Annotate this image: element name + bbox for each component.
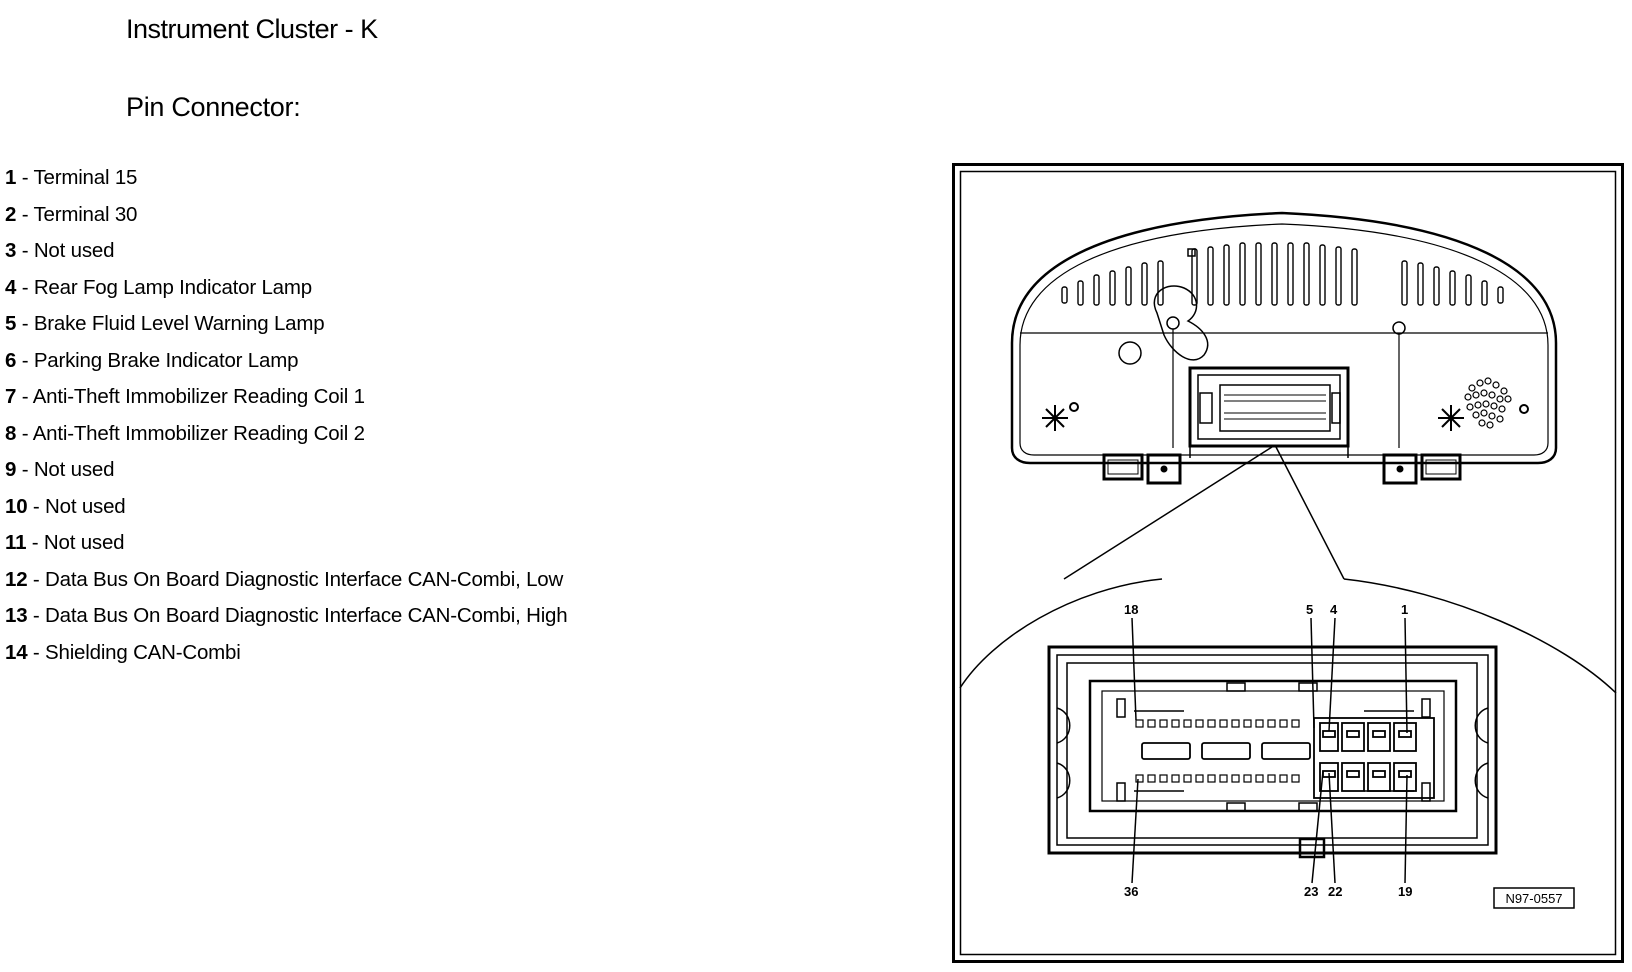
pin-item: 11 - Not used — [5, 531, 125, 554]
pin-label: Parking Brake Indicator Lamp — [33, 348, 299, 372]
pin-number: 6 — [5, 348, 17, 372]
pin-number: 8 — [5, 421, 17, 445]
callout-1: 1 — [1401, 602, 1408, 617]
pin-item: 2 - Terminal 30 — [5, 202, 138, 226]
pin-number: 10 — [5, 494, 28, 518]
connector-diagram-svg: 18 5 4 1 36 23 22 19 N97-0557 — [952, 163, 1624, 963]
pin-label: Anti-Theft Immobilizer Reading Coil 1 — [32, 385, 365, 408]
pin-item: 3 - Not used — [5, 239, 115, 262]
pin-label: Terminal 30 — [33, 202, 138, 226]
pin-item: 13 - Data Bus On Board Diagnostic Interf… — [5, 604, 568, 627]
pin-number: 5 — [5, 312, 17, 335]
mounting-tabs — [1102, 453, 1462, 485]
pin-label: Shielding CAN-Combi — [45, 640, 241, 664]
pin-list: 1 - Terminal 15 2 - Terminal 30 3 - Not … — [5, 160, 568, 671]
reference-code: N97-0557 — [1505, 891, 1562, 906]
callout-5: 5 — [1306, 602, 1313, 617]
pin-number: 4 — [5, 275, 17, 299]
connector-diagram: 18 5 4 1 36 23 22 19 N97-0557 — [952, 163, 1624, 963]
pin-number: 3 — [5, 239, 17, 262]
pin-item: 1 - Terminal 15 — [5, 166, 138, 189]
pin-item: 4 - Rear Fog Lamp Indicator Lamp — [5, 275, 312, 299]
pin-label: Not used — [43, 531, 125, 554]
pin-label: Terminal 15 — [33, 166, 138, 189]
pin-label: Not used — [33, 458, 115, 481]
page-title: Instrument Cluster - K — [126, 14, 378, 44]
leader-lines — [1131, 617, 1408, 884]
pin-number: 12 — [5, 567, 28, 591]
enlarged-connector — [1047, 645, 1498, 859]
pin-number: 2 — [5, 202, 17, 226]
pin-label: Data Bus On Board Diagnostic Interface C… — [45, 604, 568, 627]
zoom-callout — [959, 446, 1617, 694]
pin-number: 11 — [5, 531, 27, 554]
pin-item: 10 - Not used — [5, 494, 126, 518]
callout-19: 19 — [1398, 884, 1412, 899]
pin-item: 14 - Shielding CAN-Combi — [5, 640, 241, 664]
reference-box — [1493, 887, 1575, 909]
instrument-cluster-housing — [1010, 211, 1558, 465]
pin-label: Rear Fog Lamp Indicator Lamp — [33, 275, 312, 299]
pin-number: 1 — [5, 166, 17, 189]
diagram-frame-inner — [959, 170, 1617, 956]
pin-label: Anti-Theft Immobilizer Reading Coil 2 — [32, 421, 365, 445]
pin-item: 5 - Brake Fluid Level Warning Lamp — [5, 312, 325, 335]
callout-23: 23 — [1304, 884, 1318, 899]
pin-item: 12 - Data Bus On Board Diagnostic Interf… — [5, 567, 564, 591]
pin-item: 6 - Parking Brake Indicator Lamp — [5, 348, 299, 372]
callout-22: 22 — [1328, 884, 1342, 899]
pin-label: Brake Fluid Level Warning Lamp — [33, 312, 325, 335]
pin-item: 9 - Not used — [5, 458, 115, 481]
callout-18: 18 — [1124, 602, 1138, 617]
pin-item: 8 - Anti-Theft Immobilizer Reading Coil … — [5, 421, 365, 445]
pin-label: Not used — [33, 239, 115, 262]
diagram-frame-outer — [952, 163, 1624, 963]
pin-label: Not used — [45, 494, 126, 518]
pin-number: 13 — [5, 604, 28, 627]
pin-number: 14 — [5, 640, 28, 664]
pin-number: 7 — [5, 385, 17, 408]
section-subtitle: Pin Connector: — [126, 92, 301, 122]
callout-4: 4 — [1330, 602, 1338, 617]
callout-36: 36 — [1124, 884, 1138, 899]
pin-number: 9 — [5, 458, 17, 481]
pin-item: 7 - Anti-Theft Immobilizer Reading Coil … — [5, 385, 365, 408]
pin-label: Data Bus On Board Diagnostic Interface C… — [45, 567, 564, 591]
